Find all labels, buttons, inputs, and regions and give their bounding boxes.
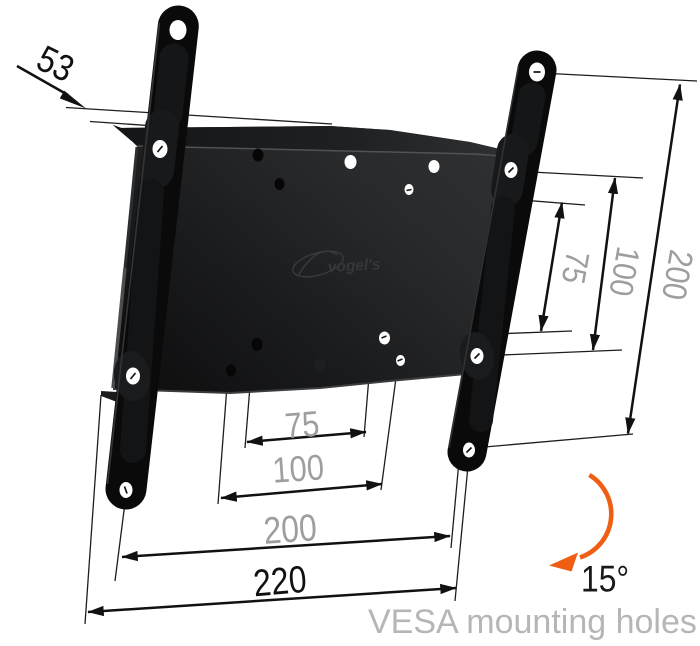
svg-text:100: 100 [271,448,325,491]
svg-text:vogel's: vogel's [327,256,381,276]
svg-text:200: 200 [655,247,700,303]
svg-text:15°: 15° [581,559,629,600]
svg-text:75: 75 [554,248,596,286]
svg-text:220: 220 [252,558,309,605]
svg-text:VESA mounting holes: VESA mounting holes [368,603,697,641]
svg-text:100: 100 [602,244,647,299]
svg-text:200: 200 [262,507,318,553]
svg-text:75: 75 [283,405,320,447]
